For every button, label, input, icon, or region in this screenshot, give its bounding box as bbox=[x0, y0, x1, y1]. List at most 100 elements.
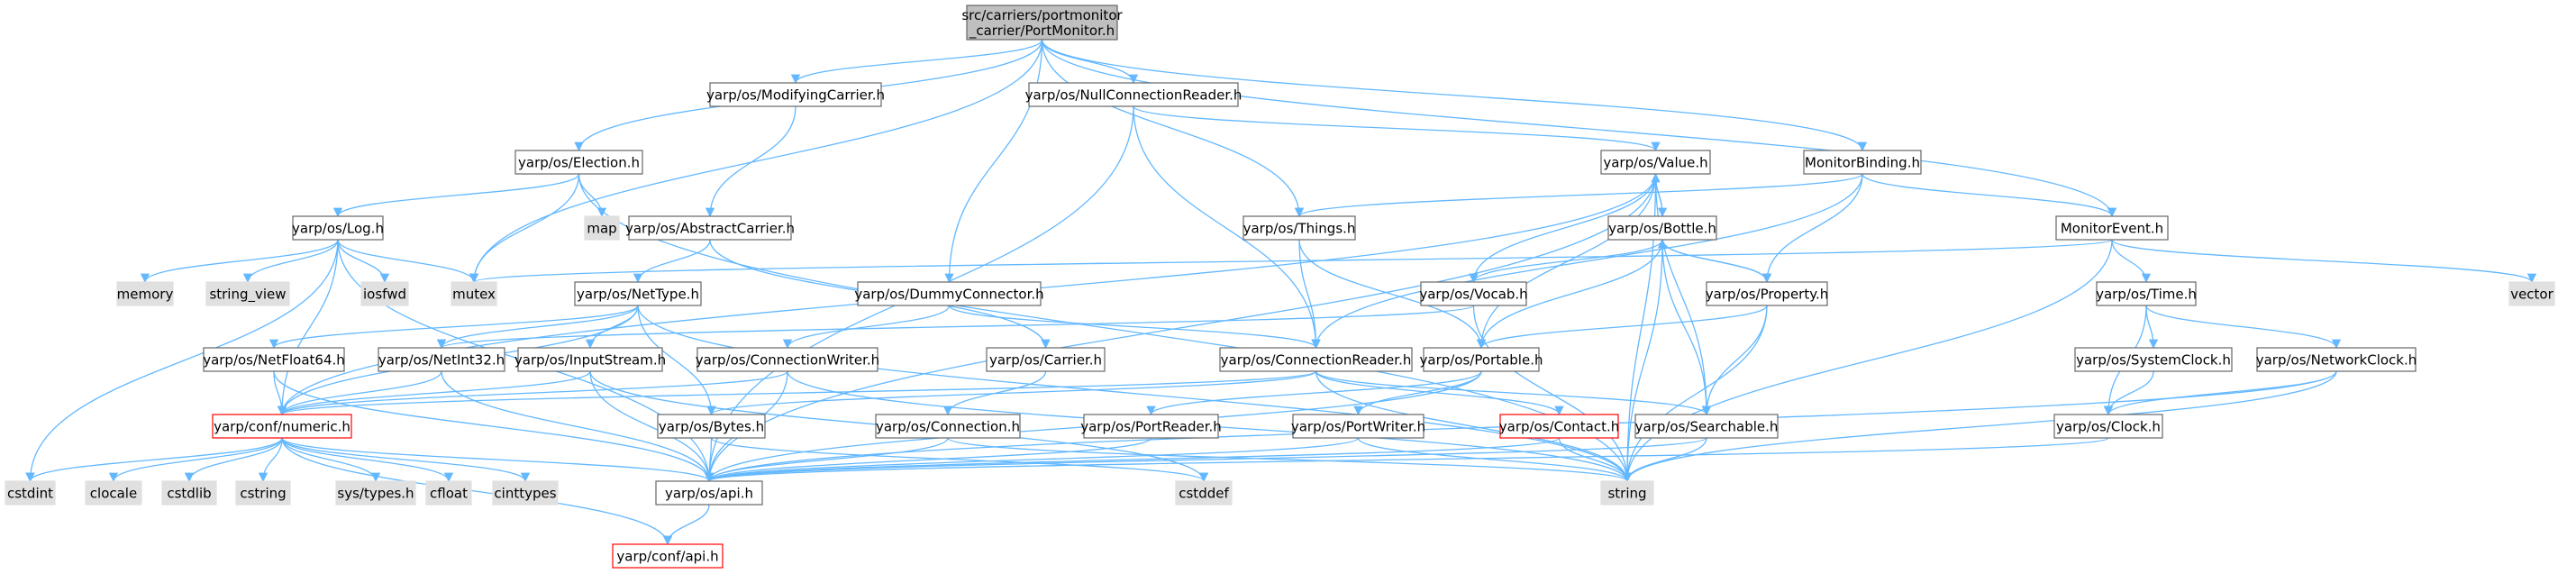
edge-Searchable-to-string bbox=[1622, 437, 1707, 483]
node-label: string_view bbox=[209, 287, 286, 304]
node-api_os[interactable]: yarp/os/api.h bbox=[655, 480, 763, 506]
node-box bbox=[205, 281, 290, 306]
node-box bbox=[655, 480, 763, 506]
node-NetType[interactable]: yarp/os/NetType.h bbox=[574, 281, 702, 306]
node-label: yarp/conf/api.h bbox=[616, 549, 718, 565]
node-DummyConnector[interactable]: yarp/os/DummyConnector.h bbox=[854, 281, 1044, 306]
node-Bottle[interactable]: yarp/os/Bottle.h bbox=[1607, 215, 1717, 241]
node-box bbox=[5, 480, 56, 506]
node-AbstractCarrier[interactable]: yarp/os/AbstractCarrier.h bbox=[625, 215, 795, 241]
node-Connection[interactable]: yarp/os/Connection.h bbox=[875, 414, 1021, 439]
edge-Log-to-cstdint bbox=[25, 239, 339, 483]
node-ConnectionWriter[interactable]: yarp/os/ConnectionWriter.h bbox=[696, 347, 879, 372]
node-box bbox=[85, 480, 142, 506]
edge-MonitorBinding-to-Things bbox=[1295, 173, 1863, 218]
node-box bbox=[696, 347, 878, 372]
node-Bytes[interactable]: yarp/os/Bytes.h bbox=[657, 414, 766, 439]
edge-root-to-ModifyingCarrier bbox=[790, 39, 1043, 85]
node-Value[interactable]: yarp/os/Value.h bbox=[1600, 150, 1711, 175]
edge-Connection-to-string bbox=[947, 437, 1632, 483]
edge-numeric-to-cstdint bbox=[25, 437, 283, 483]
node-label: memory bbox=[117, 287, 174, 303]
node-numeric[interactable]: yarp/conf/numeric.h bbox=[212, 414, 352, 439]
edge-numeric-to-systypes bbox=[281, 437, 381, 483]
node-SystemClock[interactable]: yarp/os/SystemClock.h bbox=[2074, 347, 2233, 372]
edge-InputStream-to-api_os bbox=[589, 370, 715, 483]
node-Election[interactable]: yarp/os/Election.h bbox=[514, 150, 643, 175]
node-PortWriter[interactable]: yarp/os/PortWriter.h bbox=[1291, 414, 1425, 439]
edge-ConnectionReader-to-Contact bbox=[1315, 370, 1564, 416]
node-box bbox=[514, 150, 643, 175]
node-label: yarp/os/Carrier.h bbox=[989, 352, 1102, 369]
node-api_conf[interactable]: yarp/conf/api.h bbox=[612, 543, 724, 569]
node-Time[interactable]: yarp/os/Time.h bbox=[2096, 281, 2197, 306]
node-Property[interactable]: yarp/os/Property.h bbox=[1706, 281, 1828, 306]
edge-root-to-mutex bbox=[469, 39, 1043, 284]
node-label: MonitorEvent.h bbox=[2061, 221, 2163, 237]
edge-MonitorEvent-to-string bbox=[1622, 239, 2113, 483]
node-root[interactable]: src/carriers/portmonitor_carrier/PortMon… bbox=[961, 5, 1123, 41]
edge-MonitorEvent-to-Time bbox=[2111, 239, 2152, 284]
node-box bbox=[1600, 150, 1711, 175]
node-box bbox=[1634, 414, 1779, 439]
node-systypes: sys/types.h bbox=[335, 480, 416, 506]
edge-ConnectionReader-to-numeric bbox=[278, 370, 1317, 416]
node-Portable[interactable]: yarp/os/Portable.h bbox=[1420, 347, 1543, 372]
node-Searchable[interactable]: yarp/os/Searchable.h bbox=[1634, 414, 1779, 439]
edge-PortWriter-to-string bbox=[1357, 437, 1633, 483]
node-Carrier[interactable]: yarp/os/Carrier.h bbox=[986, 347, 1106, 372]
edge-Election-to-mutex bbox=[469, 173, 580, 284]
node-label: yarp/os/ModifyingCarrier.h bbox=[706, 87, 885, 104]
edge-NetworkClock-to-Clock bbox=[2103, 370, 2337, 416]
node-NetworkClock[interactable]: yarp/os/NetworkClock.h bbox=[2256, 347, 2417, 372]
edge-Portable-to-PortWriter bbox=[1353, 370, 1482, 416]
node-NullConnectionReader[interactable]: yarp/os/NullConnectionReader.h bbox=[1025, 82, 1242, 107]
edge-numeric-to-cinttypes bbox=[281, 437, 531, 483]
node-label: mutex bbox=[452, 287, 496, 303]
edge-root-to-Things bbox=[1041, 39, 1305, 218]
node-NetFloat64[interactable]: yarp/os/NetFloat64.h bbox=[203, 347, 345, 372]
node-Log[interactable]: yarp/os/Log.h bbox=[292, 215, 384, 241]
node-label: yarp/os/Election.h bbox=[518, 155, 640, 171]
node-label: yarp/os/NullConnectionReader.h bbox=[1025, 87, 1242, 104]
node-box bbox=[292, 215, 384, 241]
node-label: yarp/os/NetInt32.h bbox=[378, 352, 505, 369]
node-Things[interactable]: yarp/os/Things.h bbox=[1242, 215, 1356, 241]
node-Contact[interactable]: yarp/os/Contact.h bbox=[1499, 414, 1620, 439]
node-ModifyingCarrier[interactable]: yarp/os/ModifyingCarrier.h bbox=[706, 82, 885, 107]
node-Vocab[interactable]: yarp/os/Vocab.h bbox=[1419, 281, 1528, 306]
edge-NullConnectionReader-to-ConnectionReader bbox=[1133, 105, 1321, 350]
node-label: yarp/os/AbstractCarrier.h bbox=[625, 221, 795, 237]
node-MonitorEvent[interactable]: MonitorEvent.h bbox=[2055, 215, 2169, 241]
node-label: cstddef bbox=[1179, 486, 1229, 502]
edge-api_os-to-api_conf bbox=[662, 504, 710, 546]
node-label: yarp/os/Connection.h bbox=[876, 419, 1020, 435]
node-label: yarp/os/Contact.h bbox=[1499, 419, 1620, 435]
edge-Vocab-to-NetInt32 bbox=[437, 305, 1475, 350]
edge-Portable-to-PortReader bbox=[1146, 370, 1482, 416]
node-box bbox=[1803, 150, 1922, 175]
node-ConnectionReader[interactable]: yarp/os/ConnectionReader.h bbox=[1219, 347, 1413, 372]
node-box bbox=[116, 281, 174, 306]
edge-ConnectionReader-to-Searchable bbox=[1315, 370, 1712, 416]
node-InputStream[interactable]: yarp/os/InputStream.h bbox=[514, 347, 666, 372]
edge-Election-to-map bbox=[578, 173, 607, 218]
edge-DummyConnector-to-ConnectionReader bbox=[948, 305, 1321, 350]
node-box bbox=[1175, 480, 1233, 506]
edge-Bottle-to-Portable bbox=[1476, 239, 1663, 350]
node-box bbox=[1423, 347, 1540, 372]
node-label: yarp/os/Bytes.h bbox=[659, 419, 764, 435]
node-box bbox=[2053, 414, 2163, 439]
node-box bbox=[492, 480, 559, 506]
node-box bbox=[360, 281, 409, 306]
node-box bbox=[425, 480, 472, 506]
node-label: yarp/os/Clock.h bbox=[2056, 419, 2161, 435]
node-MonitorBinding[interactable]: MonitorBinding.h bbox=[1803, 150, 1922, 175]
node-NetInt32[interactable]: yarp/os/NetInt32.h bbox=[378, 347, 505, 372]
node-Clock[interactable]: yarp/os/Clock.h bbox=[2053, 414, 2163, 439]
edge-Bottle-to-string bbox=[1622, 239, 1663, 483]
edge-root-to-DummyConnector bbox=[944, 39, 1043, 284]
node-PortReader[interactable]: yarp/os/PortReader.h bbox=[1080, 414, 1222, 439]
node-label: cstdlib bbox=[167, 486, 211, 502]
